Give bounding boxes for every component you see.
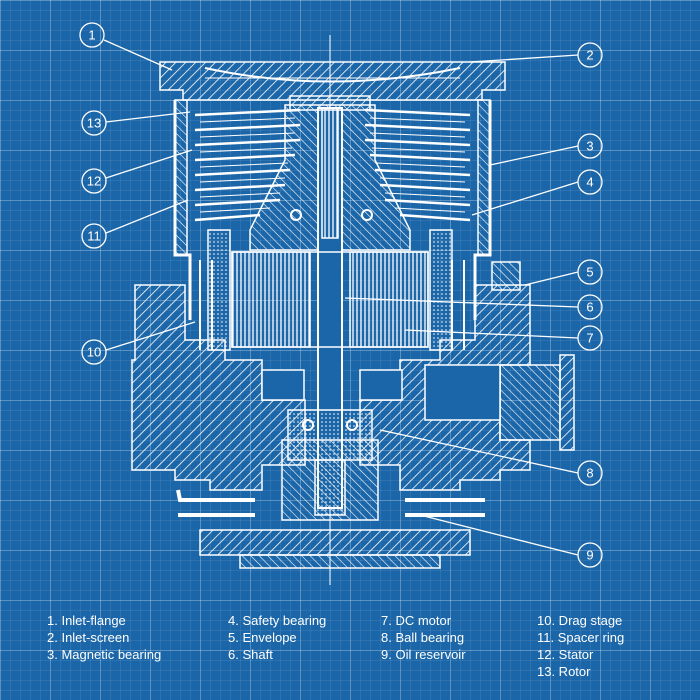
drag-stage-shape bbox=[199, 260, 465, 350]
legend-item: 13. Rotor bbox=[537, 664, 591, 679]
callout-4: 4 bbox=[471, 169, 603, 216]
callout-number: 11 bbox=[87, 229, 101, 244]
callout-7: 7 bbox=[404, 325, 603, 351]
callout-number: 3 bbox=[586, 139, 593, 154]
legend-item: 6. Shaft bbox=[228, 647, 273, 662]
safety-bearing-ball-right bbox=[361, 209, 373, 221]
callout-1: 1 bbox=[79, 22, 173, 71]
callout-3: 3 bbox=[489, 133, 603, 166]
legend-column-2: 4. Safety bearing 5. Envelope 6. Shaft bbox=[228, 612, 326, 663]
callout-number: 2 bbox=[586, 48, 593, 63]
legend-item: 12. Stator bbox=[537, 647, 594, 662]
callout-number: 8 bbox=[586, 466, 593, 481]
callout-number: 12 bbox=[87, 174, 101, 189]
legend-column-1: 1. Inlet-flange 2. Inlet-screen 3. Magne… bbox=[47, 612, 161, 663]
safety-bearing-ball-left bbox=[290, 209, 302, 221]
legend-item: 3. Magnetic bearing bbox=[47, 647, 162, 662]
legend-item: 8. Ball bearing bbox=[381, 630, 465, 645]
callout-number: 7 bbox=[586, 331, 593, 346]
legend-item: 9. Oil reservoir bbox=[381, 647, 466, 662]
pump-body-shape bbox=[131, 284, 306, 491]
callout-number: 10 bbox=[87, 345, 101, 360]
callout-number: 5 bbox=[586, 265, 593, 280]
callout-number: 4 bbox=[586, 175, 593, 190]
legend-item: 7. DC motor bbox=[381, 613, 452, 628]
legend-item: 10. Drag stage bbox=[537, 613, 623, 628]
callout-9: 9 bbox=[419, 514, 603, 568]
side-port bbox=[424, 261, 575, 451]
callout-11: 11 bbox=[81, 199, 189, 249]
callout-number: 1 bbox=[88, 28, 95, 43]
callout-number: 13 bbox=[87, 116, 101, 131]
parts-legend: 1. Inlet-flange 2. Inlet-screen 3. Magne… bbox=[0, 612, 700, 700]
callout-12: 12 bbox=[81, 149, 193, 194]
legend-item: 2. Inlet-screen bbox=[47, 630, 130, 645]
callout-13: 13 bbox=[81, 110, 191, 136]
legend-item: 1. Inlet-flange bbox=[47, 613, 126, 628]
oil-reservoir-base bbox=[176, 489, 485, 569]
callout-6: 6 bbox=[344, 294, 603, 320]
legend-item: 5. Envelope bbox=[228, 630, 297, 645]
stator-blades bbox=[199, 117, 466, 213]
callout-8: 8 bbox=[379, 429, 603, 486]
callout-2: 2 bbox=[469, 42, 603, 68]
callout-number: 9 bbox=[586, 548, 593, 563]
legend-item: 11. Spacer ring bbox=[537, 630, 625, 645]
callout-number: 6 bbox=[586, 300, 593, 315]
callout-10: 10 bbox=[81, 321, 196, 365]
callout-5: 5 bbox=[524, 259, 603, 286]
inlet-screen-shape bbox=[204, 67, 461, 83]
ball-bearing-assembly bbox=[281, 409, 379, 521]
rotor-blades bbox=[194, 108, 471, 222]
legend-column-4: 10. Drag stage 11. Spacer ring 12. Stato… bbox=[537, 612, 624, 680]
legend-column-3: 7. DC motor 8. Ball bearing 9. Oil reser… bbox=[381, 612, 466, 663]
legend-item: 4. Safety bearing bbox=[228, 613, 327, 628]
